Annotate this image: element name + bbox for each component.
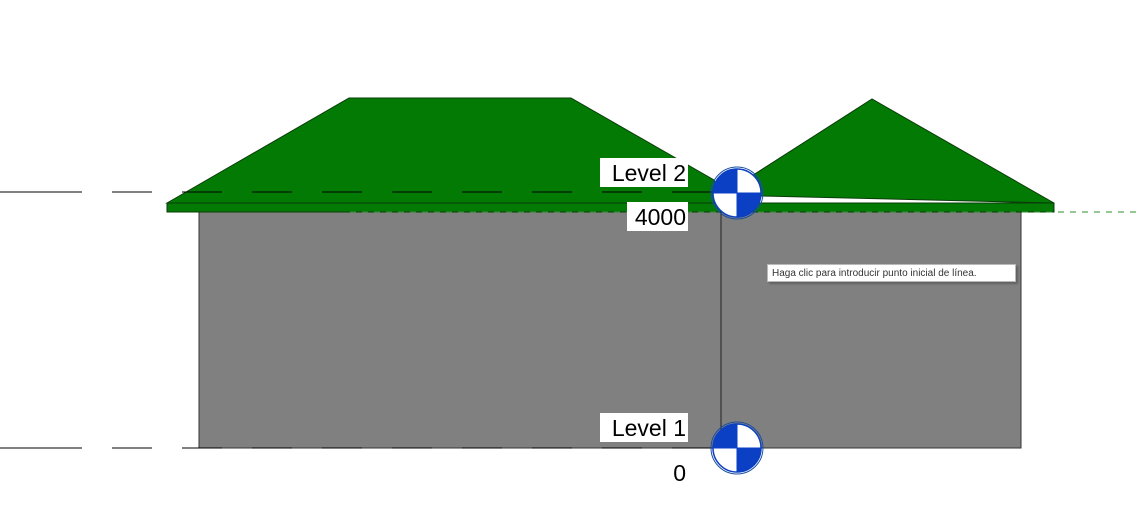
level-2-elevation[interactable]: 4000	[635, 204, 686, 230]
status-tooltip: Haga clic para introducir punto inicial …	[767, 264, 1016, 282]
wall-left[interactable]	[198, 211, 722, 449]
roof-left-hip[interactable]	[165, 97, 726, 204]
level-1-elevation[interactable]: 0	[673, 460, 686, 486]
level-1-name-bg	[600, 413, 688, 442]
level-head-icon[interactable]	[710, 166, 764, 220]
level-2-name-bg	[600, 158, 688, 187]
wall-right[interactable]	[720, 211, 1022, 449]
level-2-elevation-bg	[627, 202, 688, 231]
roof-fascia[interactable]	[166, 202, 1055, 213]
roof-right-gable[interactable]	[720, 98, 1055, 204]
level-2-name[interactable]: Level 2	[612, 160, 686, 186]
level-head-icon[interactable]	[710, 421, 764, 475]
level-1-name[interactable]: Level 1	[612, 415, 686, 441]
